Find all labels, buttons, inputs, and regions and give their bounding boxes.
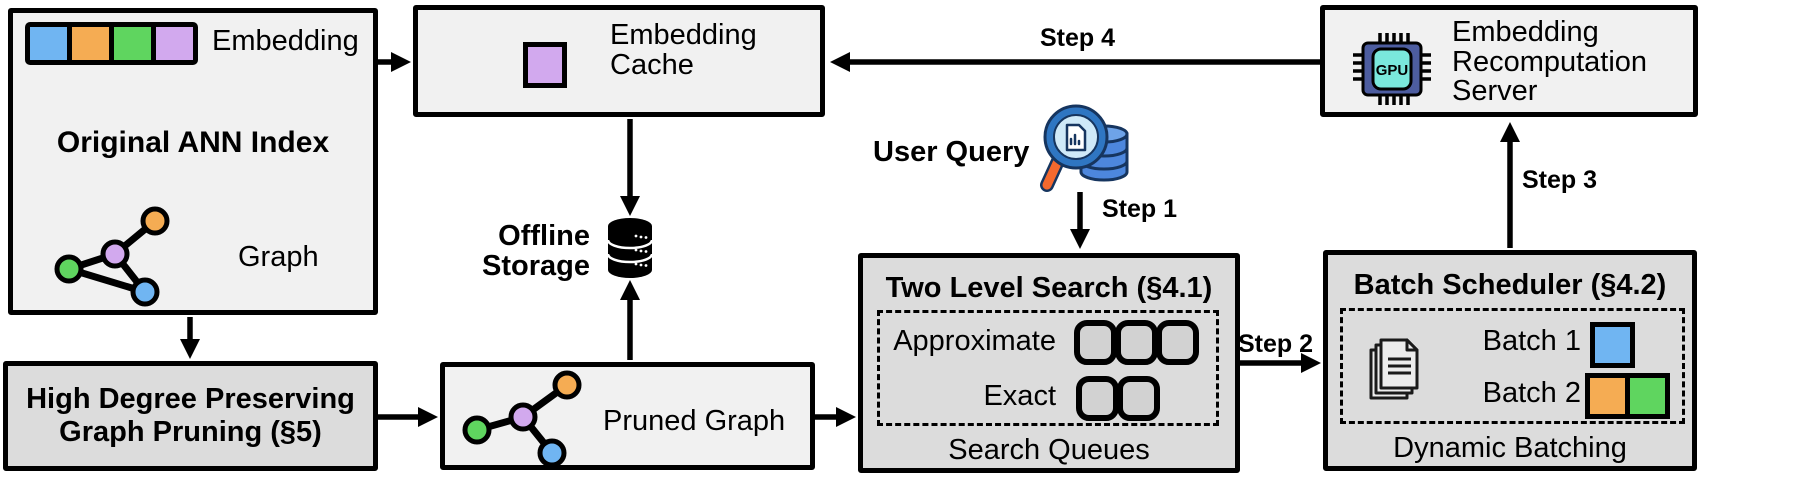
- step4-label: Step 4: [1040, 24, 1116, 52]
- batch1-square-blue: [1590, 322, 1635, 368]
- embedding-cache-label-line2: Cache: [610, 49, 694, 81]
- embedding-square-orange: [72, 27, 109, 60]
- embedding-square-green: [114, 27, 151, 60]
- cached-embedding-square: [523, 42, 567, 88]
- embedding-vector-icon: [25, 22, 198, 65]
- exact-queue: [1076, 376, 1160, 421]
- database-icon: [606, 218, 654, 278]
- pruned-graph-box: Pruned Graph: [440, 362, 815, 470]
- embedding-square-blue: [30, 27, 67, 60]
- queue-slot: [1115, 320, 1158, 365]
- batch2-square-green: [1625, 373, 1670, 419]
- two-level-search-box: Two Level Search (§4.1) Approximate Exac…: [858, 253, 1240, 473]
- two-level-search-title: Two Level Search (§4.1): [885, 272, 1213, 304]
- approximate-label: Approximate: [893, 325, 1056, 357]
- dynamic-batching-caption: Dynamic Batching: [1393, 432, 1627, 464]
- graph-pruning-box: High Degree Preserving Graph Pruning (§5…: [3, 361, 378, 471]
- step2-label: Step 2: [1238, 330, 1314, 358]
- batch2-label: Batch 2: [1482, 377, 1581, 409]
- queue-slot: [1074, 320, 1117, 365]
- graph-icon: [54, 206, 170, 307]
- gpu-chip-label: GPU: [1376, 62, 1409, 79]
- batch1-label: Batch 1: [1482, 325, 1581, 357]
- embedding-square-purple: [156, 27, 193, 60]
- search-queues-panel: Approximate Exact: [877, 310, 1219, 426]
- exact-label: Exact: [983, 380, 1056, 412]
- graph-label: Graph: [238, 241, 319, 273]
- recomputation-server-label-line3: Server: [1452, 75, 1538, 107]
- dynamic-batching-panel: Batch 1 Batch 2: [1340, 308, 1685, 424]
- embedding-cache-label-line1: Embedding: [610, 19, 757, 51]
- batch2-squares: [1585, 373, 1670, 419]
- batch2-square-orange: [1585, 373, 1630, 419]
- batch-scheduler-box: Batch Scheduler (§4.2) Batch 1 Batch 2: [1323, 250, 1697, 471]
- embedding-label: Embedding: [212, 25, 359, 57]
- offline-storage-line1: Offline: [498, 220, 590, 252]
- recomputation-server-label-line2: Recomputation: [1452, 45, 1648, 78]
- original-ann-index-title: Original ANN Index: [56, 126, 330, 159]
- recomputation-server-box: GPU Embedding Recomputation Server: [1320, 5, 1698, 117]
- batch-scheduler-title: Batch Scheduler (§4.2): [1353, 269, 1667, 301]
- original-ann-index-box: Embedding Original ANN Index Graph: [8, 8, 378, 315]
- step3-label: Step 3: [1522, 166, 1598, 194]
- embedding-cache-box: Embedding Cache: [413, 5, 825, 117]
- graph-pruning-title-line1: High Degree Preserving: [26, 383, 355, 415]
- documents-icon: [1369, 338, 1419, 400]
- approximate-queue: [1074, 320, 1199, 365]
- step1-label: Step 1: [1102, 195, 1178, 223]
- offline-storage-label: Offline Storage: [450, 221, 590, 281]
- queue-slot: [1117, 376, 1160, 421]
- user-query-label: User Query: [873, 136, 1030, 168]
- pruned-graph-label: Pruned Graph: [603, 405, 786, 437]
- recomputation-server-label-line1: Embedding: [1452, 16, 1599, 48]
- offline-storage-line2: Storage: [482, 250, 590, 282]
- pruned-graph-icon: [462, 370, 582, 468]
- user-query-icon: [1040, 104, 1129, 192]
- queue-slot: [1156, 320, 1199, 365]
- search-queues-caption: Search Queues: [948, 434, 1150, 466]
- graph-pruning-title-line2: Graph Pruning (§5): [59, 416, 322, 448]
- gpu-icon: GPU: [1353, 33, 1431, 105]
- queue-slot: [1076, 376, 1119, 421]
